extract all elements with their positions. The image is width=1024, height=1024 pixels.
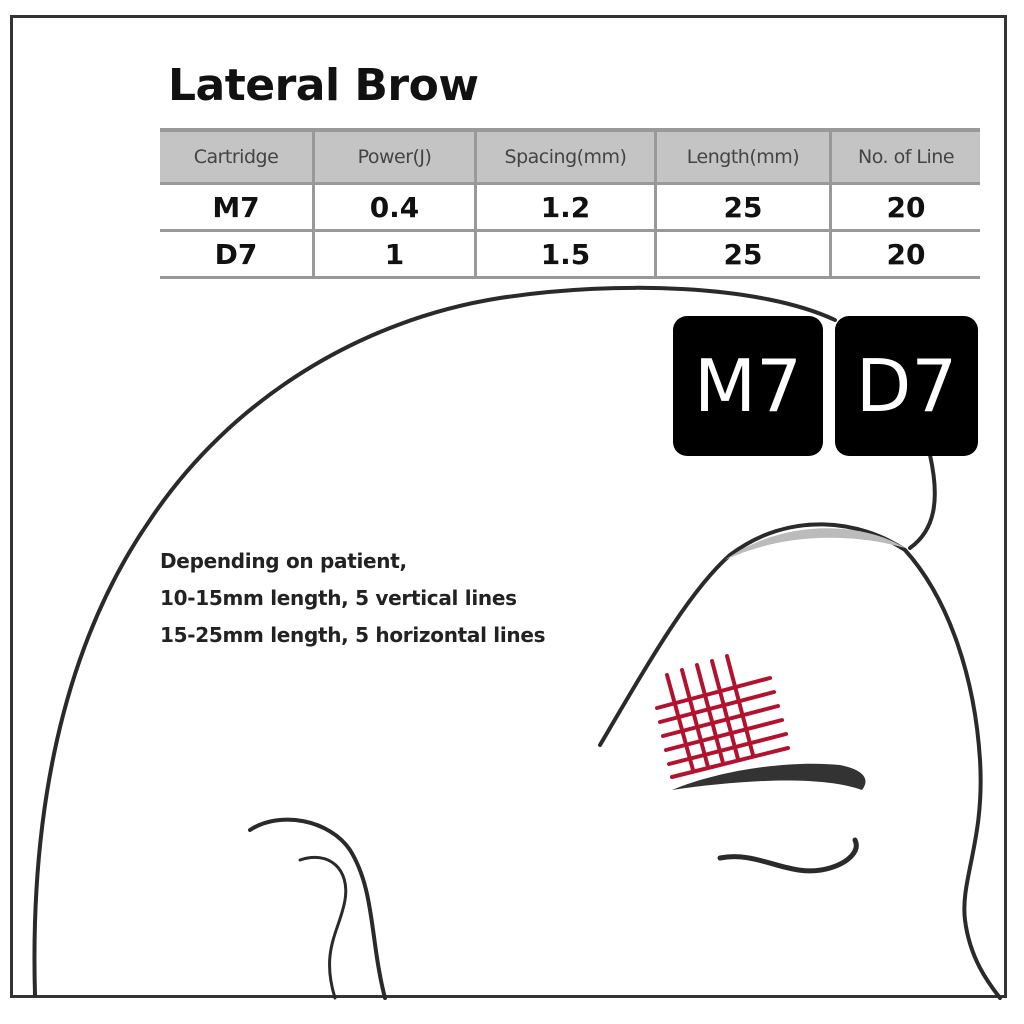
note-line: Depending on patient, xyxy=(160,549,407,573)
table-cell: 20 xyxy=(829,229,980,279)
forehead-shade xyxy=(725,528,905,560)
cartridge-badge-d7: D7 xyxy=(835,316,978,456)
face-outline xyxy=(598,522,1002,1000)
ear-outline xyxy=(248,817,387,1000)
page-title: Lateral Brow xyxy=(168,60,479,111)
instruction-note: Depending on patient, 10-15mm length, 5 … xyxy=(160,543,546,654)
ear-inner xyxy=(298,855,348,1000)
image-frame xyxy=(10,15,1007,998)
table-cell: 25 xyxy=(654,229,832,279)
column-header: Cartridge xyxy=(160,128,315,185)
cartridge-badge-m7: M7 xyxy=(673,316,823,456)
table-cell: 1.5 xyxy=(474,229,657,279)
table-cell: D7 xyxy=(160,229,315,279)
table-cell: 25 xyxy=(654,182,832,232)
parameter-table: Cartridge Power(J) Spacing(mm) Length(mm… xyxy=(160,128,980,279)
table-cell: 20 xyxy=(829,182,980,232)
forehead-back-outline xyxy=(908,453,937,550)
table-cell: M7 xyxy=(160,182,315,232)
table-header-row: Cartridge Power(J) Spacing(mm) Length(mm… xyxy=(160,128,980,185)
treatment-grid xyxy=(655,654,790,779)
column-header: Length(mm) xyxy=(654,128,832,185)
table-cell: 0.4 xyxy=(312,182,477,232)
skull-outline xyxy=(32,285,837,997)
table-cell: 1 xyxy=(312,229,477,279)
table-row: D7 1 1.5 25 20 xyxy=(160,229,980,279)
column-header: Spacing(mm) xyxy=(474,128,657,185)
note-line: 15-25mm length, 5 horizontal lines xyxy=(160,623,546,647)
eyebrow xyxy=(672,763,866,790)
table-cell: 1.2 xyxy=(474,182,657,232)
closed-eye xyxy=(717,837,859,874)
table-row: M7 0.4 1.2 25 20 xyxy=(160,182,980,232)
column-header: Power(J) xyxy=(312,128,477,185)
column-header: No. of Line xyxy=(829,128,980,185)
note-line: 10-15mm length, 5 vertical lines xyxy=(160,586,517,610)
